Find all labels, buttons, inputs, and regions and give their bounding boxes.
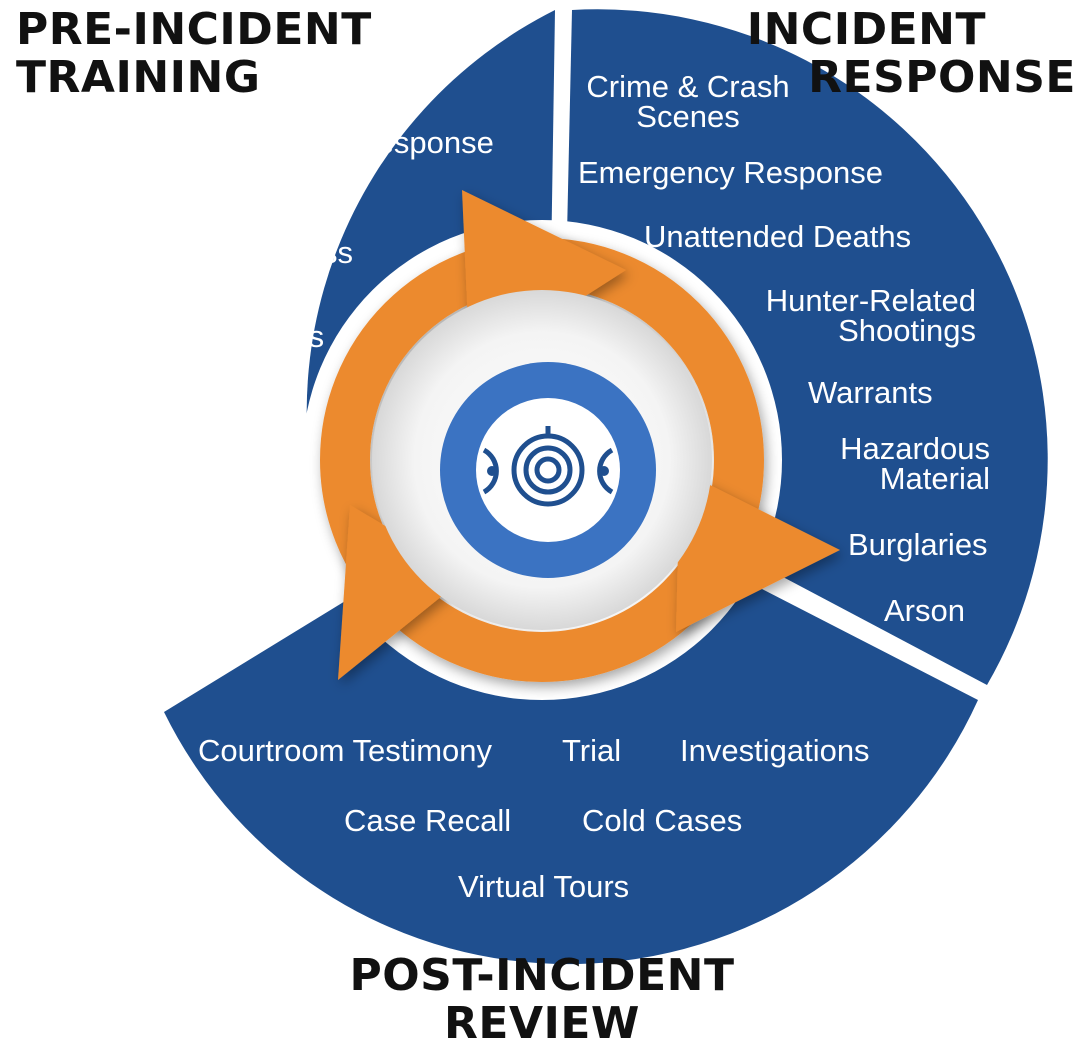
incident-item-hazardous-material: Hazardous Material bbox=[790, 431, 990, 496]
post-item-virtual-tours: Virtual Tours bbox=[458, 869, 630, 904]
incident-item-warrants: Warrants bbox=[808, 375, 933, 410]
incident-title-line2: RESPONSE bbox=[808, 52, 1076, 103]
post-incident-title-line1: POST-INCIDENT bbox=[349, 950, 735, 1001]
incident-item-arson: Arson bbox=[884, 593, 965, 628]
post-item-courtroom-testimony: Courtroom Testimony bbox=[198, 733, 493, 768]
pre-item-disaster-response: Disaster Response bbox=[232, 125, 494, 160]
incident-title: INCIDENT RESPONSE bbox=[747, 6, 1076, 102]
post-item-cold-cases: Cold Cases bbox=[582, 803, 743, 838]
post-incident-title: POST-INCIDENT REVIEW bbox=[0, 952, 1084, 1048]
cycle-arrowhead-left bbox=[338, 505, 468, 680]
pre-item-active-shooters: Active Shooters bbox=[107, 319, 325, 354]
pre-item-emergency-preparedness-label: Emergency Preparedness bbox=[160, 205, 354, 270]
incident-item-hunter-related-shootings-label: Hunter-Related Shootings bbox=[765, 283, 976, 348]
incident-item-unattended-deaths: Unattended Deaths bbox=[644, 219, 912, 254]
incident-item-burglaries: Burglaries bbox=[848, 527, 988, 562]
pre-item-code-enforcement: Code Enforcement bbox=[110, 487, 286, 552]
incident-title-line1: INCIDENT bbox=[746, 4, 986, 55]
pre-item-simulations: Simulations bbox=[106, 409, 267, 444]
incident-item-crime-crash-scenes: Crime & Crash Scenes bbox=[578, 69, 798, 134]
post-item-case-recall: Case Recall bbox=[344, 803, 512, 838]
pre-incident-title: PRE-INCIDENT TRAINING bbox=[16, 6, 372, 102]
incident-item-hunter-related-shootings: Hunter-Related Shootings bbox=[720, 283, 976, 348]
post-item-trial: Trial bbox=[562, 733, 622, 768]
pre-incident-title-line1: PRE-INCIDENT bbox=[16, 4, 372, 55]
cycle-arrowhead-right bbox=[676, 470, 840, 632]
post-item-investigations: Investigations bbox=[680, 733, 870, 768]
incident-item-hazardous-material-label: Hazardous Material bbox=[840, 431, 990, 496]
post-incident-title-line2: REVIEW bbox=[444, 998, 640, 1049]
pre-item-emergency-preparedness: Emergency Preparedness bbox=[160, 205, 354, 270]
pre-incident-title-line2: TRAINING bbox=[16, 52, 261, 103]
incident-item-crime-crash-scenes-label: Crime & Crash Scenes bbox=[586, 69, 790, 134]
hub-center bbox=[476, 398, 620, 542]
pre-item-code-enforcement-label: Code Enforcement bbox=[110, 487, 286, 552]
target-scanner-icon bbox=[482, 426, 614, 507]
incident-item-emergency-response: Emergency Response bbox=[578, 155, 883, 190]
